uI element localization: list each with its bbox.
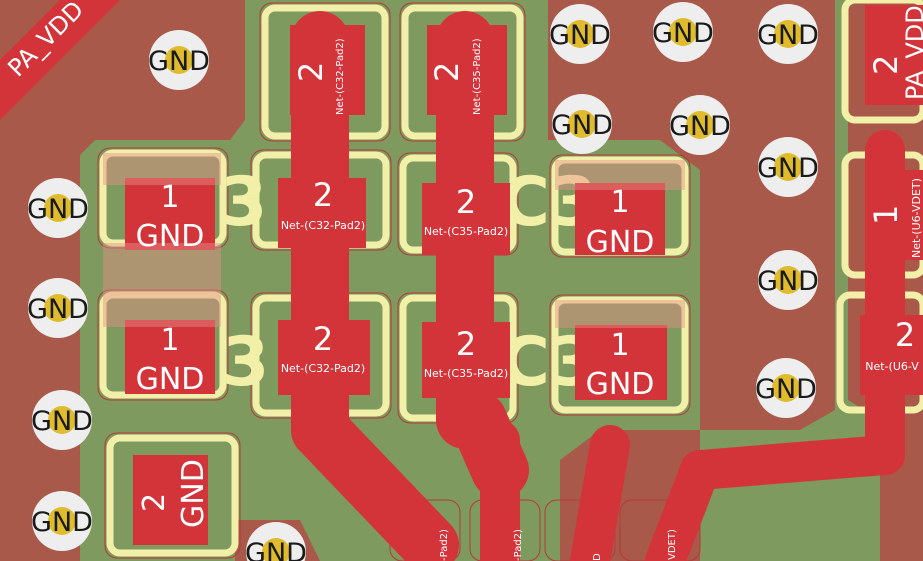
gnd-via: GND: [549, 4, 611, 64]
svg-text:2: 2: [292, 62, 330, 82]
svg-text:Net-(C32-Pad2): Net-(C32-Pad2): [281, 362, 365, 375]
gnd-via: GND: [755, 358, 817, 418]
svg-text:1: 1: [160, 180, 179, 215]
via-label: GND: [757, 20, 819, 51]
svg-text:GND: GND: [586, 367, 655, 402]
svg-text:GND: GND: [586, 225, 655, 260]
pad-c-right-top-1: [575, 183, 665, 255]
via-hole: [262, 538, 290, 561]
svg-text:Net-(U6-V: Net-(U6-V: [865, 360, 919, 373]
via-hole: [568, 110, 596, 138]
svg-text:3: 3: [222, 323, 269, 402]
via-label: GND: [27, 294, 89, 325]
copper-pour-right: [548, 0, 835, 430]
gnd-via: GND: [245, 522, 307, 561]
svg-text:Net-(C35-Pad2): Net-(C35-Pad2): [424, 225, 508, 238]
via-hole: [48, 507, 76, 535]
gnd-via: GND: [757, 250, 819, 310]
pad-c32-upper-2: [290, 25, 365, 115]
via-hole: [44, 294, 72, 322]
svg-text:2: 2: [313, 176, 333, 214]
gnd-vias: GND GND GND GND GND GND GND GND GND GND GND GND GND G…: [27, 2, 819, 561]
via-hole: [772, 374, 800, 402]
svg-text:GND: GND: [136, 362, 205, 397]
pad-c35-upper-2: [427, 25, 507, 115]
pad-c-left-top-1: [125, 178, 215, 250]
pad-c-right-mid-1: [575, 325, 667, 400]
pad-c32-mid-2: [278, 320, 370, 395]
gnd-via: GND: [31, 390, 93, 450]
svg-text:2: 2: [137, 493, 172, 512]
via-hole: [669, 18, 697, 46]
pad-right-top-2: [865, 5, 923, 105]
svg-text:PA_VDD: PA_VDD: [901, 5, 923, 100]
svg-text:GND: GND: [136, 219, 205, 254]
silkscreen-refdes: 3 3 C3 C3: [220, 163, 597, 402]
rotated-pad-labels: 2 GND 2 Net-(C32-Pad2) 2 Net-(C35-Pad2) …: [137, 5, 923, 561]
svg-text:1: 1: [867, 205, 905, 225]
paste-overlays: [103, 153, 685, 328]
gnd-via: GND: [757, 137, 819, 197]
svg-text:Net-(C35-Pad2): Net-(C35-Pad2): [472, 38, 483, 115]
svg-text:Net-(C32-Pad2): Net-(C32-Pad2): [281, 219, 365, 232]
pad-c32-top-2: [278, 178, 366, 248]
via-hole: [774, 153, 802, 181]
via-hole: [774, 20, 802, 48]
svg-text:-Pad2): -Pad2): [513, 529, 524, 561]
via-label: GND: [31, 406, 93, 437]
gnd-via: GND: [31, 491, 93, 551]
svg-text:3: 3: [220, 163, 267, 242]
via-label: GND: [652, 18, 714, 49]
gnd-via: GND: [551, 94, 613, 154]
pad-right-low-2: [860, 315, 923, 395]
svg-text:GND: GND: [176, 459, 211, 528]
svg-text:Net-(C35-Pad2): Net-(C35-Pad2): [424, 367, 508, 380]
via-label: GND: [31, 507, 93, 538]
gnd-via: GND: [669, 95, 731, 155]
svg-text:D: D: [592, 553, 603, 561]
svg-text:2: 2: [895, 316, 915, 354]
gnd-via: GND: [27, 178, 89, 238]
pad-right-mid-1: [865, 170, 923, 260]
pad-c35-top-2: [422, 183, 510, 255]
via-label: GND: [755, 374, 817, 405]
via-label: GND: [551, 110, 613, 141]
via-hole: [686, 111, 714, 139]
via-label: GND: [757, 153, 819, 184]
via-hole: [44, 194, 72, 222]
via-label: GND: [27, 194, 89, 225]
svg-text:Net-(U6-VDET): Net-(U6-VDET): [910, 178, 923, 258]
svg-text:2: 2: [313, 320, 333, 358]
svg-text:2: 2: [456, 183, 476, 221]
via-label: GND: [148, 46, 210, 77]
svg-text:1: 1: [160, 323, 179, 358]
svg-text:2: 2: [867, 55, 905, 75]
via-label: GND: [669, 111, 731, 142]
pad-c35-mid-2: [422, 322, 510, 398]
pad-c-left-bottom-2: [133, 455, 208, 545]
gnd-via: GND: [148, 30, 210, 90]
svg-text:1: 1: [610, 328, 629, 363]
via-label: GND: [757, 266, 819, 297]
svg-text:2: 2: [428, 62, 466, 82]
svg-text:1: 1: [610, 185, 629, 220]
via-hole: [48, 406, 76, 434]
via-label: GND: [245, 538, 307, 561]
pad-labels: 1 GND 1 GND 2 Net-(C32-Pad2) 2 Net-(C32-…: [136, 176, 920, 402]
via-hole: [774, 266, 802, 294]
via-hole: [566, 20, 594, 48]
svg-text:Net-(C32-Pad2): Net-(C32-Pad2): [335, 38, 346, 115]
svg-text:VDET): VDET): [667, 529, 678, 560]
via-label: GND: [549, 20, 611, 51]
pad-c-left-mid-1: [125, 320, 215, 394]
svg-text:-Pad2): -Pad2): [439, 529, 450, 561]
pads: [125, 5, 923, 545]
svg-text:2: 2: [456, 325, 476, 363]
gnd-via: GND: [652, 2, 714, 62]
gnd-via: GND: [757, 4, 819, 64]
via-hole: [165, 46, 193, 74]
gnd-via: GND: [27, 278, 89, 338]
